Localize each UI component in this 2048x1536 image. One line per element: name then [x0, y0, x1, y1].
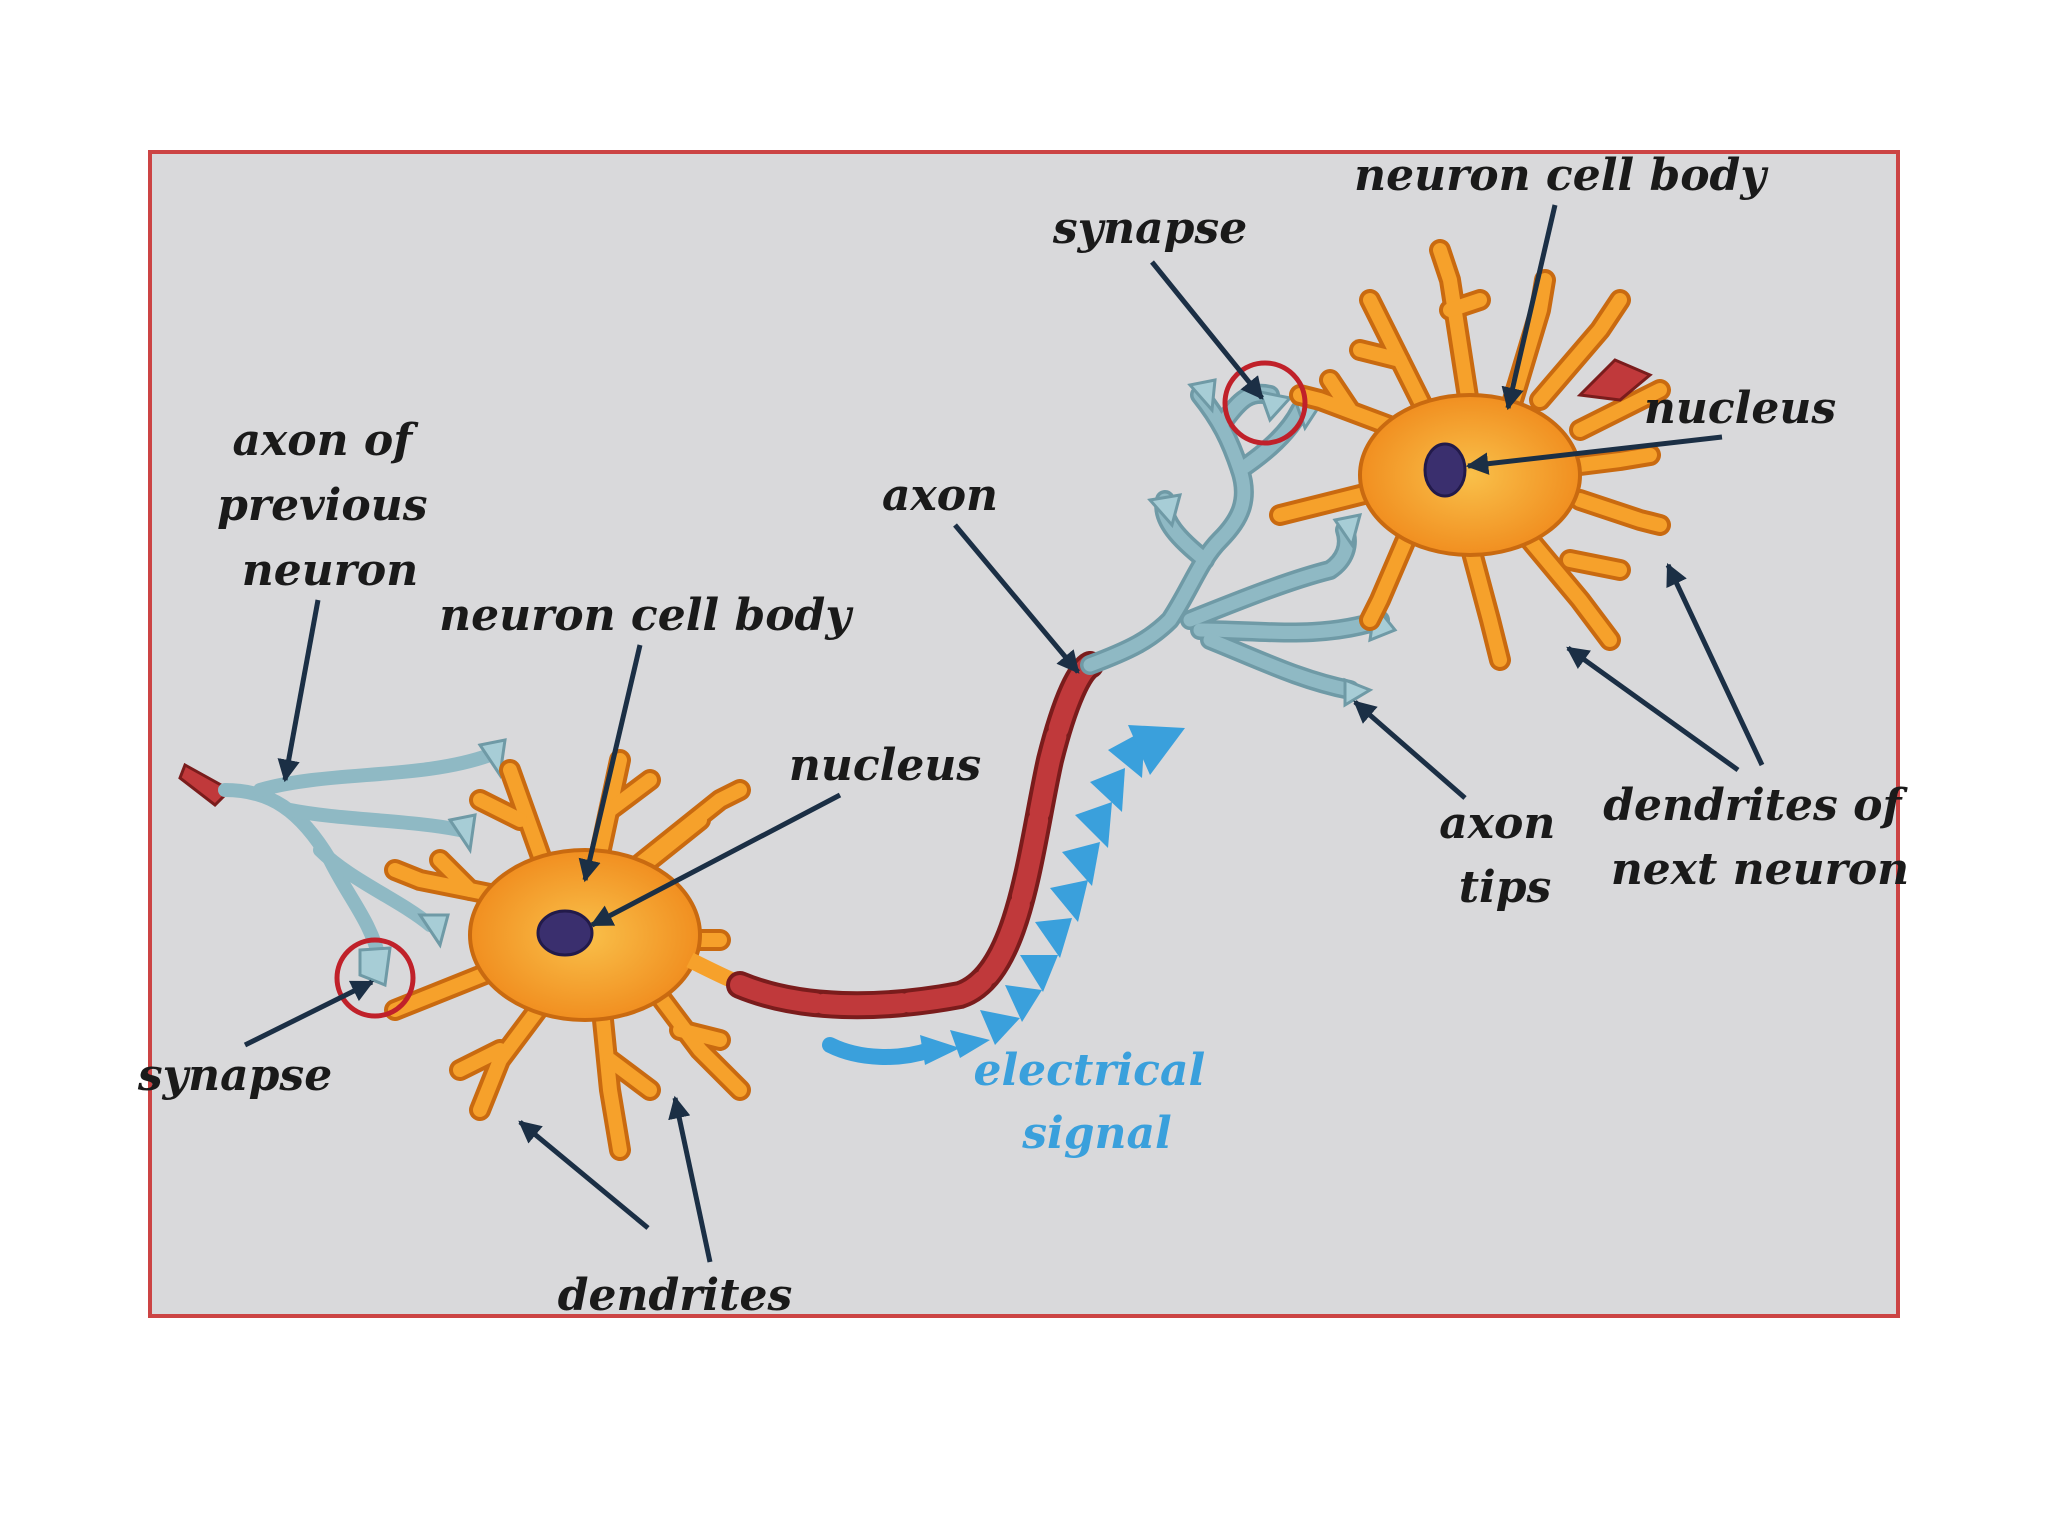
previous-axon-tips: [178, 738, 507, 988]
label-dendrites-of-next-neuron: dendrites of next neuron: [1603, 780, 1916, 895]
main-axon: [726, 651, 1104, 1020]
arrow-synapse-left: [243, 979, 375, 1048]
label-neuron-cell-body-right: neuron cell body: [1354, 150, 1769, 201]
electrical-signal-arrow: [822, 725, 1185, 1065]
label-axon-of-previous-neuron: axon of previous neuron: [217, 415, 443, 596]
right-neuron: [1269, 239, 1671, 671]
arrow-dendrites-next-b: [1665, 562, 1765, 767]
arrow-axon-of-previous-neuron: [277, 599, 321, 783]
label-electrical-signal: electrical signal: [973, 1045, 1220, 1159]
arrow-synapse-right: [1150, 260, 1264, 400]
right-cell-body: [1358, 393, 1582, 557]
panel-background: [150, 152, 1898, 1316]
label-axon-tips: axon tips: [1439, 798, 1570, 913]
label-dendrites: dendrites: [558, 1270, 793, 1321]
label-synapse-left: synapse: [137, 1050, 332, 1101]
label-neuron-cell-body-left: neuron cell body: [439, 590, 854, 641]
panel-frame: [148, 150, 1900, 1318]
arrow-nucleus-left: [590, 792, 842, 928]
synapse-circle-right: [1222, 360, 1308, 446]
arrow-axon: [953, 523, 1080, 674]
right-nucleus: [1423, 442, 1467, 498]
label-nucleus-right: nucleus: [1644, 383, 1836, 434]
arrow-neuron-cell-body-right: [1501, 204, 1558, 411]
axon-tips: [1080, 378, 1398, 708]
arrow-dendrites-a: [518, 1120, 650, 1230]
arrow-dendrites-next-a: [1566, 645, 1740, 773]
arrow-neuron-cell-body-left: [578, 644, 643, 883]
label-axon: axon: [882, 470, 998, 521]
arrow-nucleus-right: [1465, 434, 1723, 475]
synapse-circle-left: [334, 937, 416, 1019]
label-synapse-right: synapse: [1052, 203, 1247, 254]
label-nucleus-left: nucleus: [789, 740, 981, 791]
right-axon-stub: [1576, 358, 1653, 402]
arrow-axon-tips: [1353, 700, 1467, 800]
pointer-arrows: [243, 204, 1765, 1263]
left-nucleus: [536, 909, 594, 957]
arrow-dendrites-b: [668, 1095, 713, 1263]
